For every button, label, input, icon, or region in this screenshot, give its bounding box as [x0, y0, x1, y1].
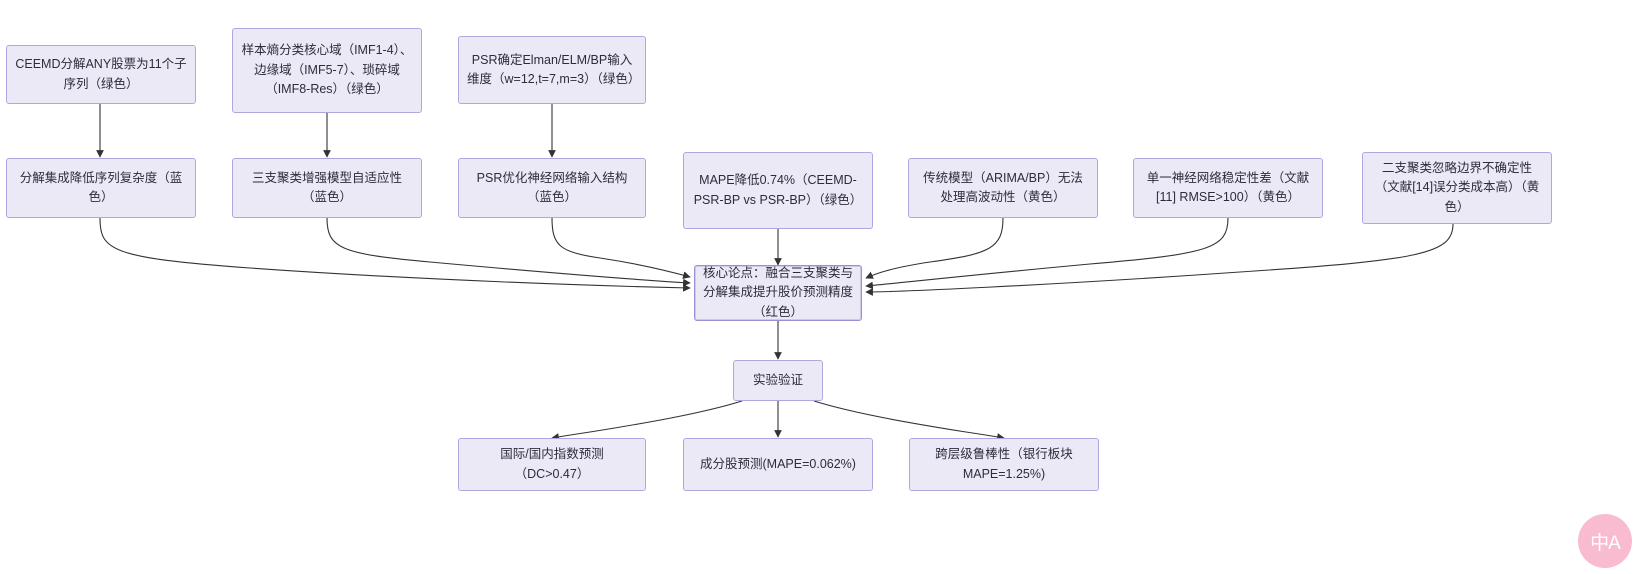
- node-label: PSR优化神经网络输入结构（蓝色）: [476, 170, 628, 204]
- node-core-thesis[interactable]: 核心论点：融合三支聚类与分解集成提升股价预测精度（红色）: [694, 265, 862, 321]
- node-label: CEEMD分解ANY股票为11个子序列（绿色）: [15, 57, 187, 91]
- node-label: 国际/国内指数预测（DC>0.47）: [500, 447, 604, 481]
- node-experiment-validation[interactable]: 实验验证: [733, 360, 823, 401]
- node-label: 传统模型（ARIMA/BP）无法处理高波动性（黄色）: [923, 170, 1083, 204]
- node-gap-single-neural-network[interactable]: 单一神经网络稳定性差（文献[11] RMSE>100）（黄色）: [1133, 158, 1323, 218]
- edge-experiment-to-robustness: [813, 400, 1005, 441]
- node-evidence-mape[interactable]: MAPE降低0.74%（CEEMD-PSR-BP vs PSR-BP）（绿色）: [683, 152, 873, 229]
- edge-decomp-to-core: [99, 217, 691, 292]
- watermark-text: 中A: [1590, 532, 1621, 554]
- edge-singlenn-to-core: [865, 217, 1229, 290]
- edge-experiment-to-index: [551, 400, 743, 441]
- node-label: 跨层级鲁棒性（银行板块MAPE=1.25%): [935, 447, 1073, 481]
- node-premise-ceemd[interactable]: CEEMD分解ANY股票为11个子序列（绿色）: [6, 45, 196, 104]
- watermark-badge: 中A: [1578, 514, 1632, 568]
- node-label: 实验验证: [752, 372, 803, 387]
- edge-threeway-to-core: [326, 217, 691, 287]
- node-claim-decomposition[interactable]: 分解集成降低序列复杂度（蓝色）: [6, 158, 196, 218]
- node-result-index-forecast[interactable]: 国际/国内指数预测（DC>0.47）: [458, 438, 646, 491]
- node-label: 二支聚类忽略边界不确定性（文献[14]误分类成本高）（黄色）: [1374, 160, 1540, 214]
- node-result-constituent-forecast[interactable]: 成分股预测(MAPE=0.062%): [683, 438, 873, 491]
- edge-twoway-to-core: [865, 223, 1454, 296]
- node-claim-psr-structure[interactable]: PSR优化神经网络输入结构（蓝色）: [458, 158, 646, 218]
- node-label: PSR确定Elman/ELM/BP输入维度（w=12,t=7,m=3）（绿色）: [467, 52, 641, 86]
- node-premise-psr[interactable]: PSR确定Elman/ELM/BP输入维度（w=12,t=7,m=3）（绿色）: [458, 36, 646, 104]
- node-label: 单一神经网络稳定性差（文献[11] RMSE>100）（黄色）: [1146, 170, 1310, 204]
- node-gap-traditional-model[interactable]: 传统模型（ARIMA/BP）无法处理高波动性（黄色）: [908, 158, 1098, 218]
- node-label: 成分股预测(MAPE=0.062%): [700, 456, 856, 471]
- edge-psrclaim-to-core: [551, 217, 691, 279]
- node-gap-twoway-clustering[interactable]: 二支聚类忽略边界不确定性（文献[14]误分类成本高）（黄色）: [1362, 152, 1552, 224]
- node-result-cross-level-robustness[interactable]: 跨层级鲁棒性（银行板块MAPE=1.25%): [909, 438, 1099, 491]
- node-premise-sampen[interactable]: 样本熵分类核心域（IMF1-4）、边缘域（IMF5-7）、琐碎域（IMF8-Re…: [232, 28, 422, 113]
- node-label: 三支聚类增强模型自适应性（蓝色）: [251, 170, 402, 204]
- edge-traditional-to-core: [865, 217, 1004, 279]
- node-claim-threeway-clustering[interactable]: 三支聚类增强模型自适应性（蓝色）: [232, 158, 422, 218]
- node-label: MAPE降低0.74%（CEEMD-PSR-BP vs PSR-BP）（绿色）: [693, 173, 863, 207]
- node-label: 分解集成降低序列复杂度（蓝色）: [19, 170, 183, 204]
- node-label: 核心论点：融合三支聚类与分解集成提升股价预测精度（红色）: [703, 265, 854, 319]
- node-label: 样本熵分类核心域（IMF1-4）、边缘域（IMF5-7）、琐碎域（IMF8-Re…: [241, 43, 413, 97]
